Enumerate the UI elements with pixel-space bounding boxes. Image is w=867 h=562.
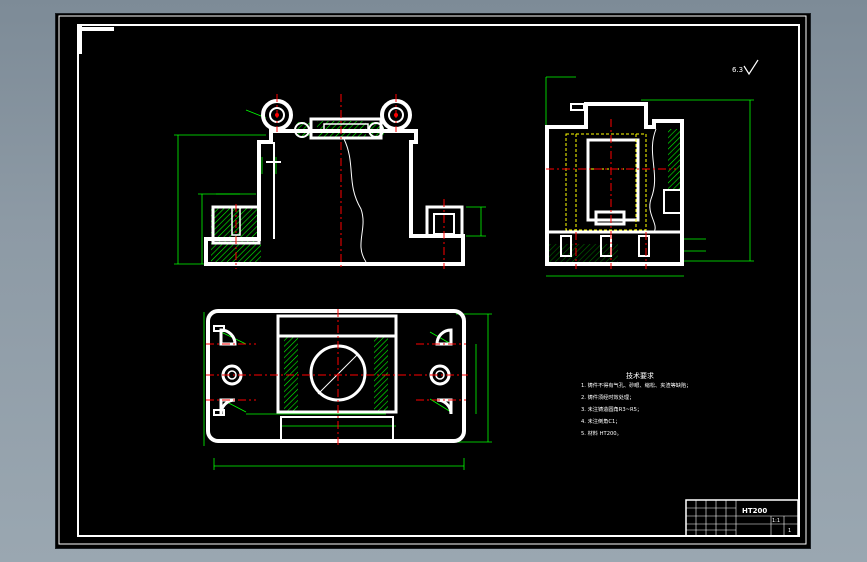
- tech-req-heading: 技术要求: [626, 371, 654, 380]
- inner-border: [77, 24, 800, 537]
- engineering-drawing: 6.3 技术要求 1. 铸件不得有气孔、砂眼、缩松、夹渣等缺陷； 2. 铸件须经…: [58, 15, 807, 545]
- scale-label: 1:1: [772, 518, 780, 524]
- roughness-value: 6.3: [732, 66, 743, 74]
- tech-req-item-5: 5. 材料 HT200。: [581, 429, 622, 437]
- title-block: HT200 1:1 1: [685, 499, 799, 537]
- top-view: [203, 309, 492, 470]
- material-label: HT200: [742, 507, 767, 515]
- tech-req-item-1: 1. 铸件不得有气孔、砂眼、缩松、夹渣等缺陷；: [581, 381, 691, 389]
- tech-req-item-4: 4. 未注倒角C1；: [581, 417, 620, 425]
- front-view: [174, 94, 486, 269]
- tech-requirements: 技术要求 1. 铸件不得有气孔、砂眼、缩松、夹渣等缺陷； 2. 铸件须经时效处理…: [581, 371, 691, 437]
- cad-viewport[interactable]: 6.3 技术要求 1. 铸件不得有气孔、砂眼、缩松、夹渣等缺陷； 2. 铸件须经…: [55, 13, 811, 549]
- sheet-label: 1: [788, 528, 791, 534]
- tech-req-item-3: 3. 未注铸造圆角R3~R5；: [581, 405, 642, 413]
- roughness-symbol: 6.3: [732, 59, 759, 76]
- outer-border: [58, 15, 807, 545]
- side-view: [545, 76, 754, 277]
- tech-req-item-2: 2. 铸件须经时效处理；: [581, 393, 634, 401]
